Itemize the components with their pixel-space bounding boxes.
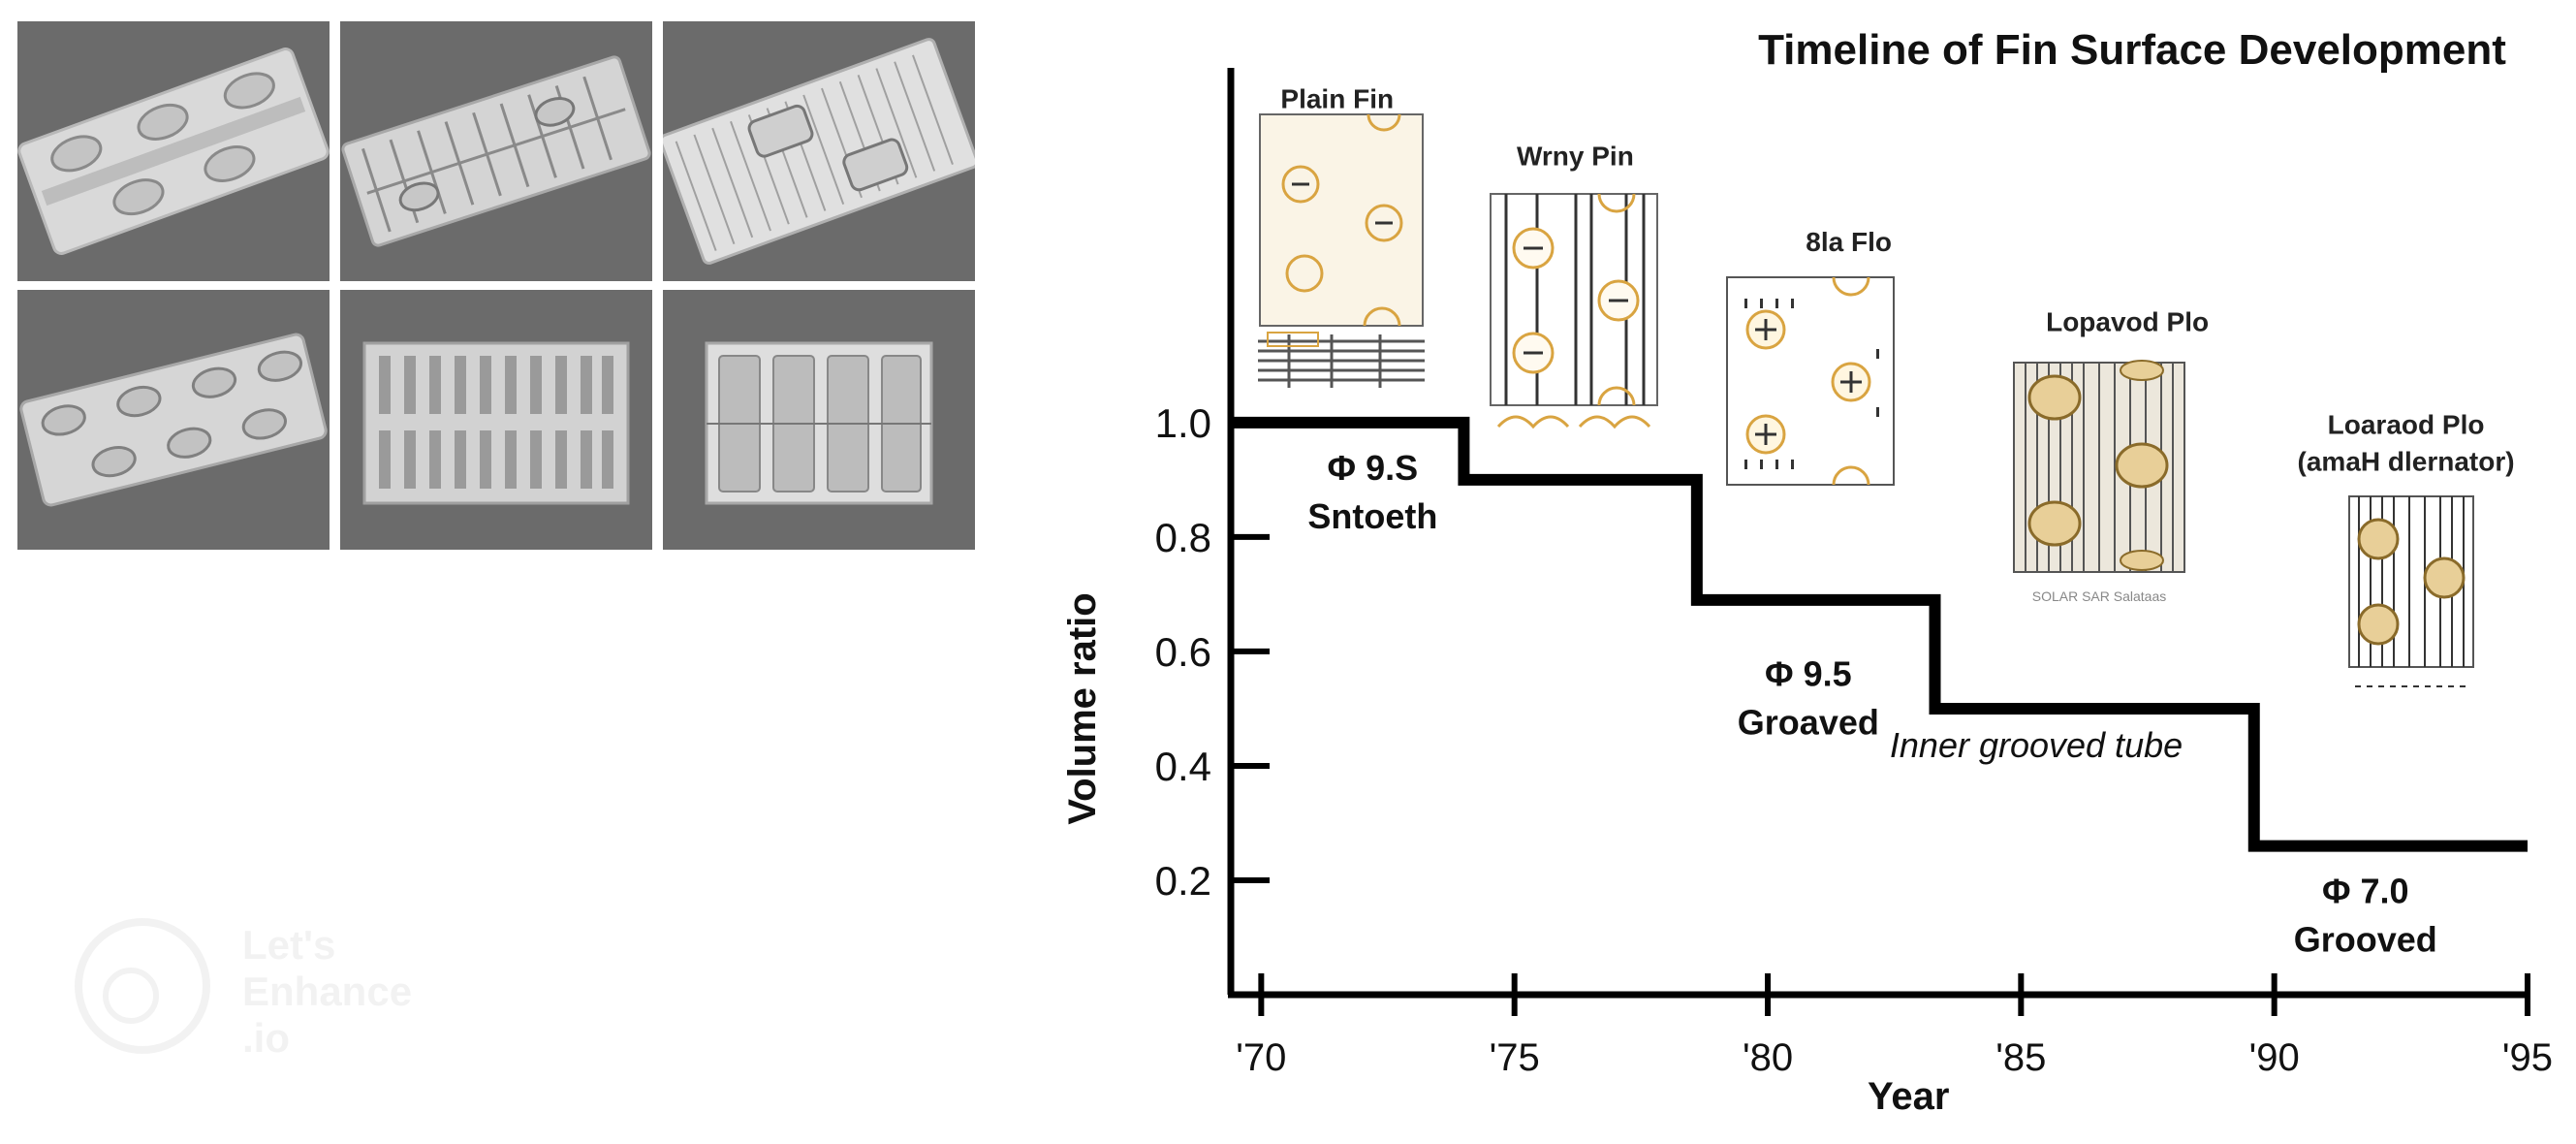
annotation-text: Sntoeth: [1307, 496, 1437, 536]
louvered-fin-illustration: [2013, 360, 2185, 573]
louvered-small-fin-illustration: [2348, 495, 2474, 687]
fin-label-text: (amaH dlernator): [2298, 447, 2515, 477]
fin-small-caption: SOLAR SAR Salataas: [2032, 588, 2167, 604]
fin-photo-1: [17, 21, 330, 281]
annotation-text: Φ 7.0: [2322, 872, 2409, 911]
annotation-text: Groaved: [1738, 702, 1879, 742]
fin-label-text: 8la Flo: [1806, 227, 1892, 257]
x-tick-label: '75: [1490, 1036, 1540, 1079]
wavy-fin-illustration: [1490, 193, 1658, 429]
fin-photo-5: [340, 290, 652, 550]
watermark-line-2: Enhance: [242, 969, 412, 1014]
fin-label-text: Wrny Pin: [1517, 141, 1634, 171]
fin-photo-grid: [17, 21, 977, 550]
fin-label-0: Plain Fin: [1280, 83, 1394, 113]
y-axis-title: Volume ratio: [1061, 592, 1104, 824]
fin-label-text: Lopavod Plo: [2046, 306, 2209, 336]
fin-development-chart: Timeline of Fin Surface Development: [998, 0, 2576, 1144]
plain-fin-illustration: [1258, 113, 1425, 388]
watermark-line-1: Let's: [242, 922, 335, 968]
watermark-logo: Let's Enhance .io: [73, 916, 480, 1062]
y-tick-label: 0.6: [1155, 629, 1211, 675]
fin-label-2: 8la Flo: [1806, 227, 1892, 257]
chart-svg: Timeline of Fin Surface Development: [1061, 26, 2553, 1118]
x-tick-label: '90: [2249, 1036, 2300, 1079]
y-tick-label: 0.4: [1155, 744, 1211, 789]
y-tick-label: 0.2: [1155, 858, 1211, 904]
fin-label-text: Loaraod Plo: [2328, 410, 2485, 440]
x-tick-label: '70: [1236, 1036, 1286, 1079]
y-tick-label: 0.8: [1155, 515, 1211, 560]
x-axis-title: Year: [1868, 1075, 1950, 1118]
fin-label-1: Wrny Pin: [1517, 141, 1634, 171]
watermark-circle-icon: [75, 918, 210, 1054]
x-tick-label: '80: [1743, 1036, 1793, 1079]
fin-label-3: Lopavod Plo: [2046, 306, 2209, 336]
watermark-line-3: .io: [242, 1015, 290, 1061]
fin-label-4: Loaraod Plo (amaH dlernator): [2298, 410, 2515, 477]
annotation-text: Φ 9.5: [1765, 653, 1852, 693]
fin-photo-3: [663, 21, 975, 281]
annotation-text: Φ 9.S: [1328, 448, 1419, 488]
x-tick-label: '95: [2502, 1036, 2553, 1079]
annotation-0: Φ 9.S Sntoeth: [1307, 448, 1437, 536]
fin-photo-2: [340, 21, 652, 281]
series-layer: [1231, 416, 2528, 852]
x-tick-label: '85: [1995, 1036, 2046, 1079]
fin-label-text: Plain Fin: [1280, 83, 1394, 113]
annotation-2: Inner grooved tube: [1890, 725, 2183, 765]
fin-photo-4: [17, 290, 330, 550]
series-line-0: [1231, 416, 2528, 852]
annotation-text: Grooved: [2294, 920, 2437, 960]
fin-illustrations: [1258, 113, 2474, 687]
annotation-text: Inner grooved tube: [1890, 725, 2183, 765]
fin-photo-6: [663, 290, 975, 550]
chart-title: Timeline of Fin Surface Development: [1758, 26, 2506, 74]
y-tick-label: 1.0: [1155, 400, 1211, 446]
slit-fin-illustration: [1726, 276, 1895, 486]
